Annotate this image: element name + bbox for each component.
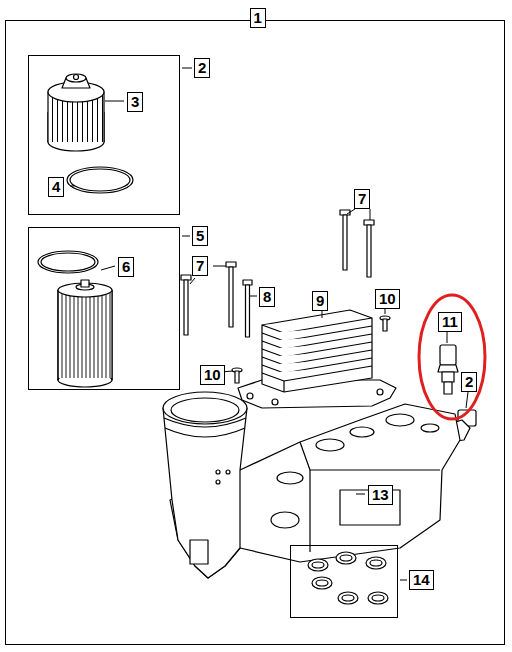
callout-number: 14 [409,570,434,590]
callout-number: 2 [194,58,210,78]
callout-number: 3 [127,92,143,112]
callout-number: 10 [375,289,400,309]
callout-number: 5 [192,226,208,246]
subassembly-frame: 14 [290,545,398,618]
screw [232,316,390,383]
highlight-ellipse [419,295,485,419]
callout-number: 6 [118,257,134,277]
leader-line [70,68,468,580]
oil-filter-element [58,280,112,387]
callout-number: 11 [438,312,462,332]
callout-number: 2 [461,372,477,392]
callout-number: 4 [48,177,64,197]
assembly-frame: 12514 [5,20,505,645]
seal-kit [308,552,388,604]
callout-number: 7 [354,189,370,209]
callout-number: 9 [312,291,328,311]
o-ring [67,167,133,193]
callout-number: 1 [250,8,266,28]
callout-number: 7 [192,256,208,276]
oil-filter-cap [48,74,104,151]
o-ring [38,251,98,273]
callout-number: 13 [368,485,393,505]
callout-number: 8 [259,287,275,307]
subassembly-frame: 5 [28,227,180,390]
oil-temperature-sensor [438,345,458,394]
oil-filter-housing [163,392,460,578]
oil-cooler [238,310,396,408]
callout-number: 10 [200,365,225,385]
